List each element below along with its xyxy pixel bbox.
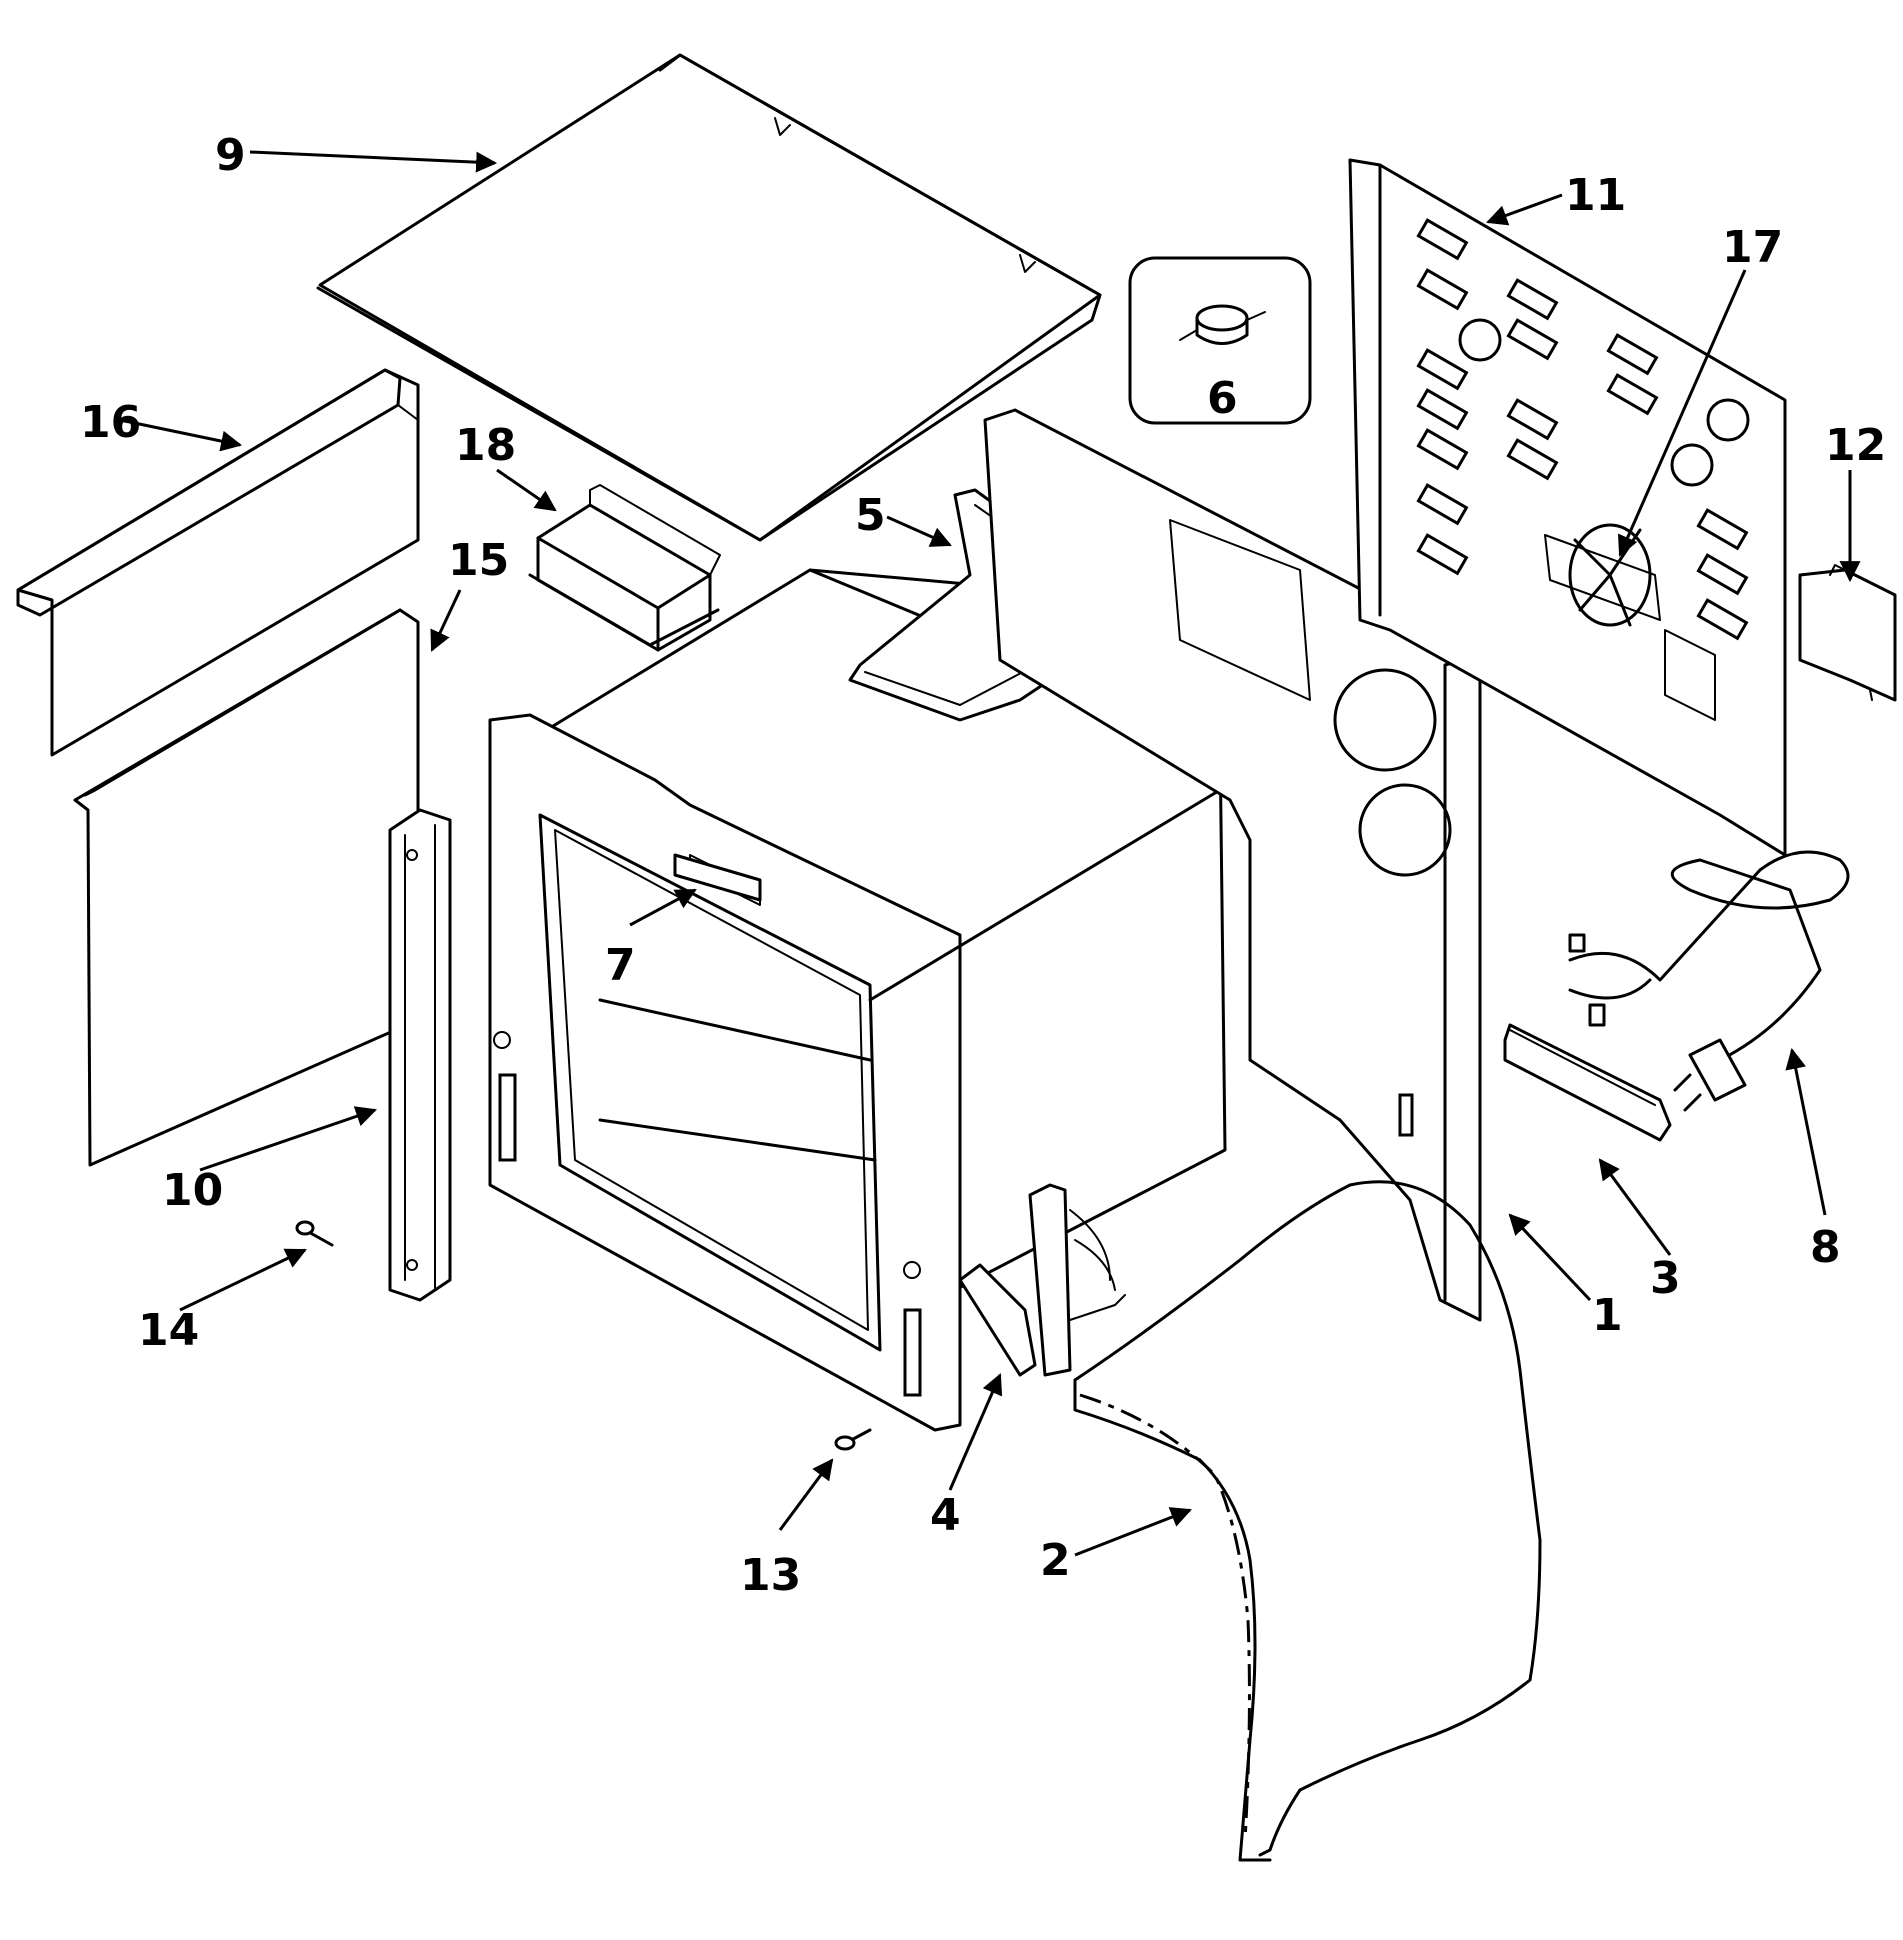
leader-18 <box>496 468 557 512</box>
callout-18: 18 <box>455 420 516 471</box>
back-panel-part <box>1348 158 1787 857</box>
leader-2 <box>1074 1507 1192 1557</box>
callout-1: 1 <box>1592 1290 1623 1341</box>
callout-labels: 1 2 3 4 5 6 7 8 9 10 11 12 13 14 15 16 1… <box>80 130 1886 1601</box>
leader-7 <box>629 888 697 927</box>
callout-7: 7 <box>605 940 636 991</box>
callout-13: 13 <box>740 1550 801 1601</box>
small-cover-plate-part <box>1798 564 1897 702</box>
callout-17: 17 <box>1722 222 1783 273</box>
callout-14: 14 <box>138 1305 199 1356</box>
leader-1 <box>1508 1213 1592 1302</box>
leader-16 <box>119 418 243 452</box>
label-plate-part <box>673 853 762 902</box>
callout-15: 15 <box>448 535 509 586</box>
bottom-rail-part <box>1503 1023 1672 1142</box>
top-panel-part <box>316 53 1102 542</box>
leader-11 <box>1486 193 1563 226</box>
power-cord-part <box>1568 850 1850 1112</box>
vertical-trim-strip-part <box>388 808 452 1302</box>
side-bracket-upper-part <box>16 368 420 757</box>
box-component-part <box>528 484 721 652</box>
leader-10 <box>199 1106 377 1172</box>
screw-14-part <box>295 1220 334 1247</box>
leader-15 <box>430 589 462 652</box>
leader-lines <box>119 150 1861 1557</box>
callout-12: 12 <box>1825 420 1886 471</box>
leader-9 <box>249 150 498 173</box>
door-hinge-part <box>958 1183 1126 1377</box>
callout-16: 16 <box>80 397 141 448</box>
callout-4: 4 <box>930 1490 961 1541</box>
callout-10: 10 <box>162 1165 223 1216</box>
insulation-blanket-part <box>1073 1180 1542 1862</box>
callout-3: 3 <box>1650 1253 1681 1304</box>
leader-13 <box>778 1458 834 1531</box>
callout-11: 11 <box>1565 170 1626 221</box>
leader-14 <box>179 1248 307 1312</box>
leader-17 <box>1617 269 1747 557</box>
callout-9: 9 <box>215 130 246 181</box>
leader-4 <box>948 1373 1003 1491</box>
leader-5 <box>886 515 952 547</box>
callout-2: 2 <box>1040 1535 1071 1586</box>
leader-8 <box>1785 1047 1827 1216</box>
callout-8: 8 <box>1810 1222 1841 1273</box>
oven-cavity-body <box>488 568 1227 1432</box>
callout-5: 5 <box>855 490 886 541</box>
leader-3 <box>1598 1158 1672 1256</box>
screw-13-part <box>834 1428 872 1451</box>
callout-6: 6 <box>1207 373 1238 424</box>
switch-inset-part <box>1128 256 1312 425</box>
